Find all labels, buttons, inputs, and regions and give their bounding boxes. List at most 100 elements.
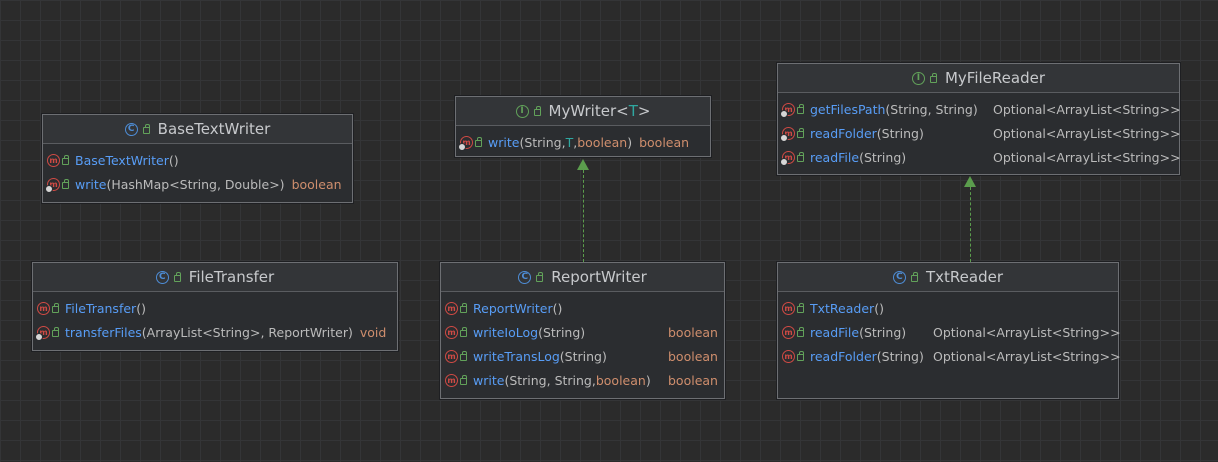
interface-name: MyFileReader [944, 69, 1045, 87]
param-type-boolean: boolean [595, 372, 646, 388]
method-icon: m [445, 373, 458, 387]
method-row[interactable]: m readFile(String) Optional<ArrayList<St… [778, 320, 1121, 344]
class-header: C ReportWriter [441, 263, 724, 292]
method-name: write [473, 372, 505, 388]
interface-header: I MyFileReader [778, 64, 1179, 93]
method-name: FileTransfer [65, 300, 137, 316]
method-icon: m [445, 301, 458, 315]
public-lock-icon [797, 350, 804, 361]
method-icon: m [445, 349, 458, 363]
method-name: BaseTextWriter [75, 152, 169, 168]
method-name: ReportWriter [473, 300, 553, 316]
method-row[interactable]: m readFolder(String) Optional<ArrayList<… [778, 121, 1181, 145]
abstract-method-icon: m [780, 126, 795, 142]
class-header: C BaseTextWriter [43, 115, 352, 144]
public-lock-icon [460, 350, 467, 361]
method-row[interactable]: m ReportWriter() [441, 296, 724, 320]
method-row[interactable]: m FileTransfer() [33, 296, 397, 320]
public-lock-icon [62, 178, 69, 189]
interface-icon: I [911, 71, 925, 85]
abstract-method-icon: m [45, 177, 60, 193]
method-name: readFolder [810, 348, 877, 364]
method-name: TxtReader [810, 300, 875, 316]
method-name: write [75, 176, 107, 192]
interface-my-writer[interactable]: I MyWriter<T> m write(String, T, boolean… [455, 96, 711, 157]
method-params: (String) [859, 324, 907, 340]
method-row[interactable]: m writeTransLog(String) boolean [441, 344, 724, 368]
public-lock-icon [533, 105, 541, 116]
param-type-t: T [565, 134, 574, 150]
class-base-text-writer[interactable]: C BaseTextWriter m BaseTextWriter() m wr… [42, 114, 353, 203]
class-file-transfer[interactable]: C FileTransfer m FileTransfer() m transf… [32, 262, 398, 351]
type-parameter: T [628, 102, 638, 120]
param-separator: , [573, 134, 578, 150]
return-type: boolean [291, 176, 342, 192]
method-row[interactable]: m write(String, T, boolean) boolean [456, 130, 710, 154]
method-params: () [552, 300, 563, 316]
method-params: (String, String, [504, 372, 596, 388]
class-report-writer[interactable]: C ReportWriter m ReportWriter() m writeI… [440, 262, 725, 399]
class-name: BaseTextWriter [157, 120, 271, 138]
return-type: Optional<ArrayList<String>> [933, 324, 1121, 340]
class-name: FileTransfer [188, 268, 275, 286]
realization-arrowhead-myfilereader [964, 176, 976, 187]
return-type: void [359, 324, 387, 340]
interface-name: MyWriter [548, 102, 617, 120]
method-icon: m [47, 153, 60, 167]
realization-line-txtreader-myfilereader [970, 187, 971, 262]
method-params: () [168, 152, 179, 168]
interface-my-file-reader[interactable]: I MyFileReader m getFilesPath(String, St… [777, 63, 1181, 175]
method-row[interactable]: m writeIoLog(String) boolean [441, 320, 724, 344]
params-close: ) [645, 372, 651, 388]
method-icon: m [445, 325, 458, 339]
public-lock-icon [460, 302, 467, 313]
class-name: TxtReader [925, 268, 1003, 286]
public-lock-icon [536, 271, 544, 282]
public-lock-icon [475, 136, 482, 147]
return-type: boolean [668, 348, 718, 364]
method-name: getFilesPath [810, 101, 886, 117]
method-row[interactable]: m transferFiles(ArrayList<String>, Repor… [33, 320, 397, 344]
public-lock-icon [797, 103, 804, 114]
method-name: transferFiles [65, 324, 142, 340]
method-row[interactable]: m readFile(String) Optional<ArrayList<St… [778, 145, 1181, 169]
abstract-method-icon: m [780, 150, 795, 166]
method-row[interactable]: m write(HashMap<String, Double>) boolean [43, 172, 352, 196]
method-row[interactable]: m write(String, String, boolean) boolean [441, 368, 724, 392]
class-header: C TxtReader [778, 263, 1118, 292]
method-params: (ArrayList<String>, ReportWriter) [141, 324, 353, 340]
method-params: () [874, 300, 884, 316]
method-row[interactable]: m getFilesPath(String, String) Optional<… [778, 97, 1181, 121]
public-lock-icon [62, 154, 69, 165]
interface-icon: I [515, 104, 529, 118]
return-type: Optional<ArrayList<String>> [933, 348, 1121, 364]
method-params: (String) [876, 348, 924, 364]
realization-line-reportwriter-mywriter [583, 170, 584, 262]
method-icon: m [37, 301, 50, 315]
method-params: (String) [559, 348, 607, 364]
abstract-method-icon: m [780, 102, 795, 118]
params-close: ) [627, 134, 633, 150]
method-name: readFolder [810, 125, 877, 141]
abstract-method-icon: m [35, 325, 50, 341]
param-type-boolean: boolean [577, 134, 628, 150]
class-txt-reader[interactable]: C TxtReader m TxtReader() m readFile(Str… [777, 262, 1121, 399]
interface-header: I MyWriter<T> [456, 97, 710, 126]
method-params: () [136, 300, 146, 316]
method-params: (String, [519, 134, 566, 150]
method-name: writeTransLog [473, 348, 560, 364]
public-lock-icon [460, 374, 467, 385]
public-lock-icon [797, 326, 804, 337]
method-row[interactable]: m readFolder(String) Optional<ArrayList<… [778, 344, 1121, 368]
public-lock-icon [173, 271, 181, 282]
method-row[interactable]: m TxtReader() [778, 296, 1118, 320]
class-icon: C [892, 270, 906, 284]
method-params: (String, String) [885, 101, 978, 117]
method-name: readFile [810, 149, 860, 165]
method-row[interactable]: m BaseTextWriter() [43, 148, 352, 172]
method-icon: m [782, 325, 795, 339]
public-lock-icon [460, 326, 467, 337]
public-lock-icon [929, 72, 937, 83]
return-type: Optional<ArrayList<String>> [993, 101, 1181, 117]
public-lock-icon [52, 326, 59, 337]
